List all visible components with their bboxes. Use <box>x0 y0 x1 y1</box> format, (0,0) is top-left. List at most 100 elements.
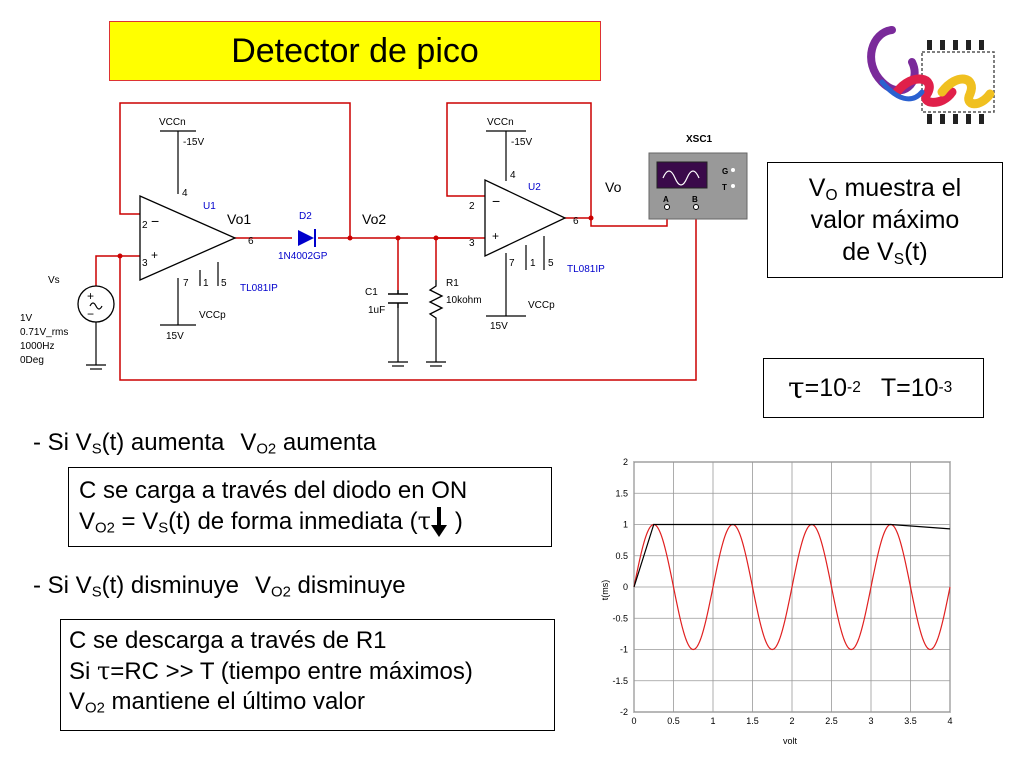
svg-text:−: − <box>87 307 94 321</box>
vs-amplitude: 1V <box>20 313 33 324</box>
u2-vccn-label: VCCn <box>487 117 514 128</box>
vo-line3: de VS(t) <box>768 236 1002 268</box>
u2-neg15-label: -15V <box>511 137 532 148</box>
y-tick-label: -1.5 <box>612 676 628 686</box>
vo-description-box: VO muestra el valor máximo de VS(t) <box>767 162 1003 278</box>
oscilloscope-xsc1 <box>648 152 748 220</box>
vo-line2: valor máximo <box>810 206 960 234</box>
u2-plus: + <box>492 229 499 243</box>
b2-pre: - Si V <box>33 572 92 599</box>
d2-model: 1N4002GP <box>278 251 328 262</box>
scope-name: XSC1 <box>686 134 713 145</box>
b2-v: V <box>254 572 271 599</box>
u2-pin3: 3 <box>469 238 475 249</box>
b1-pre: - Si V <box>33 429 92 456</box>
vo-sub-s: S <box>893 250 905 268</box>
page-title: Detector de pico <box>231 31 479 70</box>
y-tick-label: 2 <box>623 457 628 467</box>
b2-sub-o2: O2 <box>271 584 291 601</box>
series-line <box>633 523 951 651</box>
x-axis-label: volt <box>783 736 798 746</box>
u2-pos15-label: 15V <box>490 321 508 332</box>
scope-a: A <box>663 195 669 204</box>
box2-l3-post: mantiene el último valor <box>104 688 365 715</box>
x-tick-label: 2.5 <box>825 716 838 726</box>
c1-label: C1 <box>365 287 378 298</box>
node-vo-label: Vo <box>605 179 622 195</box>
vo-line3-post: (t) <box>904 238 928 266</box>
u1-plus: + <box>151 248 158 262</box>
u2-minus: − <box>492 193 500 209</box>
u1-pin4: 4 <box>182 188 188 199</box>
u1-pin2: 2 <box>142 220 148 231</box>
node-vo1-label: Vo1 <box>227 211 251 227</box>
u2-pin6: 6 <box>573 216 579 227</box>
u1-model: TL081IP <box>240 283 278 294</box>
vs-frequency: 1000Hz <box>20 341 54 352</box>
capacitor-c1 <box>388 290 408 308</box>
u2-pin4: 4 <box>510 170 516 181</box>
d2-label: D2 <box>299 211 312 222</box>
u1-pin1: 1 <box>203 278 209 289</box>
chip-body <box>921 51 995 113</box>
title-box: Detector de pico <box>109 21 601 81</box>
box2-post: =RC >> T (tiempo entre máximos) <box>110 658 473 685</box>
u1-pin5: 5 <box>221 278 227 289</box>
box1-v: V <box>79 508 96 535</box>
b1-mid: (t) aumenta <box>101 429 225 456</box>
u2-label: U2 <box>528 182 541 193</box>
vo-sub-o: O <box>825 186 838 204</box>
y-tick-label: 1.5 <box>615 488 628 498</box>
svg-text:+: + <box>87 289 94 303</box>
u2-model: TL081IP <box>567 264 605 275</box>
box1-sub-s: S <box>158 520 169 537</box>
box1-rest: (t) de forma inmediata ( <box>168 508 418 535</box>
logo-stroke-e2 <box>937 74 995 109</box>
y-tick-label: -0.5 <box>612 613 628 623</box>
b2-sub-s: S <box>91 584 102 601</box>
y-tick-label: -1 <box>620 645 628 655</box>
b1-v: V <box>240 429 257 456</box>
vo-line1: VO muestra el <box>768 172 1002 204</box>
y-tick-label: -2 <box>620 707 628 717</box>
junction-dots <box>117 215 594 259</box>
box2-line2: Si τ=RC >> T (tiempo entre máximos) <box>69 656 546 687</box>
y-tick-label: 0 <box>623 582 628 592</box>
down-arrow-icon <box>430 507 447 537</box>
u1-vccp-label: VCCp <box>199 310 226 321</box>
y-axis-label: t(ms) <box>600 580 610 601</box>
x-tick-label: 3.5 <box>904 716 917 726</box>
logo-stroke-e1 <box>892 74 957 107</box>
diode-d2 <box>298 230 314 246</box>
u1-vccn-label: VCCn <box>159 117 186 128</box>
series-line <box>633 523 951 588</box>
vo-line3-pre: de V <box>842 238 894 266</box>
dee-logo <box>867 26 995 124</box>
r1-label: R1 <box>446 278 459 289</box>
supply-wires <box>95 130 545 365</box>
u2-pin1: 1 <box>530 258 536 269</box>
x-tick-label: 0.5 <box>667 716 680 726</box>
u1-pin3: 3 <box>142 258 148 269</box>
chip-pins-top <box>927 40 984 50</box>
box1-eq: = V <box>114 508 159 535</box>
x-tick-label: 1 <box>710 716 715 726</box>
box1-tau: τ <box>417 507 431 535</box>
u1-minus: − <box>151 213 159 229</box>
box1-line1: C se carga a través del diodo en ON <box>79 477 468 504</box>
u1-neg15-label: -15V <box>183 137 204 148</box>
b1-sub-s: S <box>91 441 102 458</box>
tau-eq: =10 <box>804 373 848 402</box>
b1-sub-o2: O2 <box>256 441 277 458</box>
ground-symbols <box>86 361 446 370</box>
u1-pin6: 6 <box>248 236 254 247</box>
vo-line1-rest: muestra el <box>837 174 962 202</box>
box1-line2: VO2 = VS(t) de forma inmediata (τ) <box>79 506 541 537</box>
vo-v: V <box>808 174 826 202</box>
tau-symbol: τ <box>788 370 805 406</box>
x-tick-label: 3 <box>868 716 873 726</box>
x-tick-label: 4 <box>947 716 952 726</box>
